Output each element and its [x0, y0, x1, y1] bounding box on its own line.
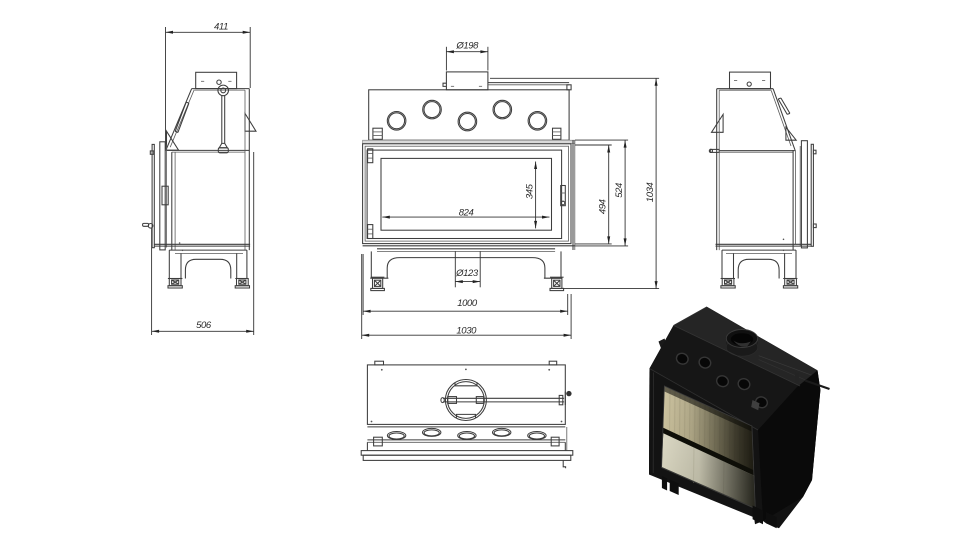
- svg-text:506: 506: [196, 320, 212, 331]
- svg-text:524: 524: [614, 183, 625, 198]
- svg-text:494: 494: [598, 199, 609, 214]
- svg-text:Ø198: Ø198: [455, 41, 479, 52]
- svg-text:345: 345: [525, 183, 536, 199]
- svg-text:1030: 1030: [456, 325, 477, 336]
- svg-text:Ø123: Ø123: [455, 268, 479, 279]
- svg-text:824: 824: [459, 207, 474, 218]
- svg-text:411: 411: [214, 22, 228, 33]
- svg-text:1000: 1000: [457, 298, 478, 309]
- svg-text:1034: 1034: [645, 183, 656, 203]
